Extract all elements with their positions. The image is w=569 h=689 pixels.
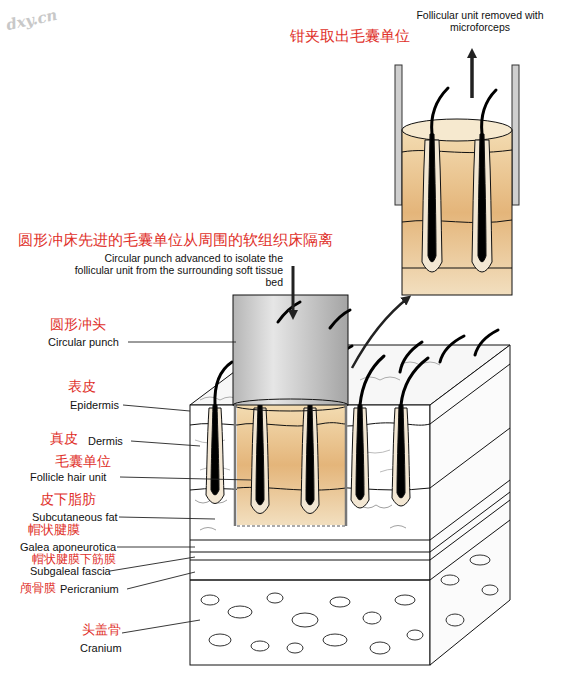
part-label: 皮下脂肪 [40, 491, 96, 507]
part-label: 帽状腱膜下筋膜 [32, 553, 116, 567]
watermark: dxy.cn [5, 7, 59, 35]
part-label: Subcutaneous fat [32, 511, 118, 524]
part-label: 真皮 [50, 430, 78, 446]
part-label: Subgaleal fascia [30, 565, 111, 578]
part-label: Pericranium [60, 583, 119, 596]
caption-note: Circular punch advanced to isolate the f… [64, 252, 283, 288]
part-label: 表皮 [68, 378, 96, 394]
caption-note: 圆形冲床先进的毛囊单位从周围的软组织床隔离 [18, 232, 333, 249]
caption-note: Follicular unit removed with microforcep… [395, 9, 565, 33]
part-label: 帽状腱膜 [28, 523, 80, 538]
part-label: Galea aponeurotica [20, 541, 116, 554]
caption-note: 钳夹取出毛囊单位 [290, 28, 410, 45]
part-label: 头盖骨 [82, 623, 121, 638]
part-label: 毛囊单位 [55, 453, 111, 469]
part-label: Circular punch [48, 336, 119, 349]
part-label: 颅骨膜 [20, 582, 56, 596]
part-label: Cranium [80, 642, 122, 655]
part-label: Epidermis [70, 399, 119, 412]
part-label: Follicle hair unit [30, 471, 106, 484]
part-label: Dermis [88, 435, 123, 448]
part-label: 圆形冲头 [50, 316, 106, 332]
